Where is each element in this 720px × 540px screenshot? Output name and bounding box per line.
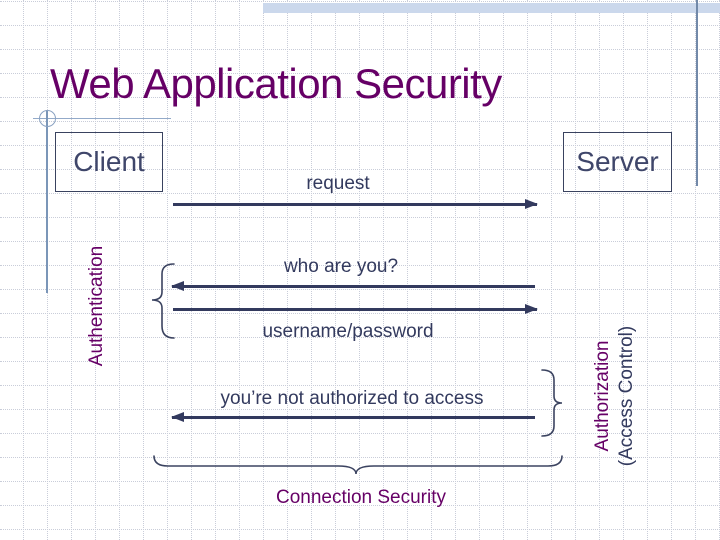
authorization-text: Authorization: [592, 340, 613, 452]
arrow-not-authorized-left-icon: [171, 412, 535, 422]
message-label-not-authorized: you’re not authorized to access: [220, 388, 484, 409]
server-label: Server: [576, 146, 659, 177]
authorization-group-label: Authorization (Access Control): [591, 321, 639, 471]
server-box: Server: [563, 132, 672, 192]
slide-title: Web Application Security: [50, 60, 502, 107]
client-box: Client: [55, 132, 163, 192]
right-template-line: [696, 0, 698, 186]
left-template-line: [46, 110, 48, 293]
message-label-username-password: username/password: [262, 321, 434, 342]
message-label-who-are-you: who are you?: [283, 256, 399, 277]
circle-decoration-icon: [39, 110, 56, 127]
authentication-text: Authentication: [86, 245, 107, 367]
message-label-request: request: [306, 173, 370, 194]
arrow-who-are-you-left-icon: [171, 281, 535, 291]
arrow-request-right-icon: [173, 199, 538, 209]
authorization-brace-icon: [541, 369, 563, 437]
connection-security-brace-icon: [153, 455, 563, 475]
authentication-brace-icon: [151, 263, 175, 339]
arrow-username-password-right-icon: [173, 304, 538, 314]
authentication-group-label: Authentication: [85, 226, 109, 386]
top-accent-band: [263, 3, 720, 13]
connection-security-label: Connection Security: [275, 487, 447, 508]
title-underline: [33, 118, 171, 119]
client-label: Client: [73, 146, 145, 177]
access-control-text: (Access Control): [616, 325, 637, 467]
